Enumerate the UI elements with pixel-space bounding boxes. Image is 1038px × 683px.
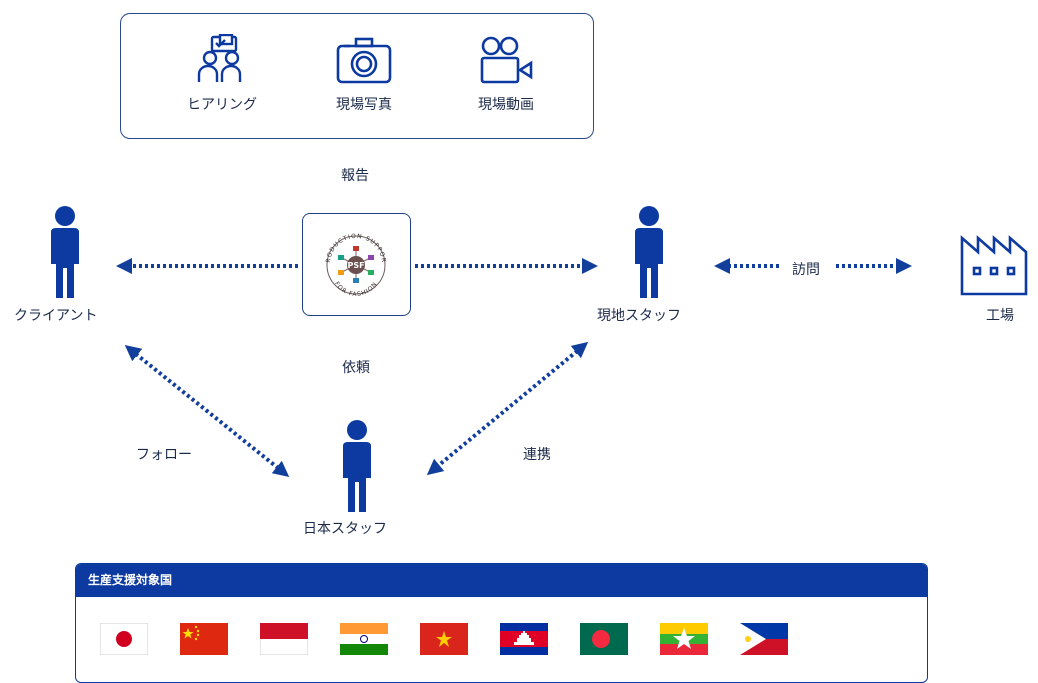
arrow-follow [124, 344, 290, 478]
factory-icon [960, 235, 1028, 296]
media-label-hearing: ヒアリング [187, 97, 257, 113]
vietnam-flag [420, 623, 468, 655]
bangladesh-flag [580, 623, 628, 655]
media-item-photo: 現場写真 [309, 34, 419, 114]
logo-center-text: PSF [347, 261, 364, 270]
factory-label: 工場 [986, 308, 1014, 324]
logo-ring-top: PRODUCTION SUPPORT [300, 209, 386, 263]
media-item-video: 現場動画 [451, 34, 561, 114]
logo-ring-bottom: FOR FASHION [333, 280, 378, 298]
report-media-box: ヒアリング 現場写真 現場動画 [120, 13, 594, 139]
cooperation-label: 連携 [523, 447, 551, 463]
flag-row [76, 597, 927, 677]
report-label: 報告 [341, 168, 369, 184]
japan-flag [100, 623, 148, 655]
svg-text:PRODUCTION SUPPORT: PRODUCTION SUPPORT [303, 214, 387, 263]
arrow-cooperation [426, 341, 589, 476]
psf-logo-box: PRODUCTION SUPPORT FOR FASHION PSF [300, 209, 411, 316]
follow-label: フォロー [136, 447, 192, 463]
request-label: 依頼 [342, 360, 370, 376]
countries-panel: 生産支援対象国 [75, 563, 928, 683]
myanmar-flag [660, 623, 708, 655]
media-item-hearing: ヒアリング [167, 34, 277, 114]
local-staff-label: 現地スタッフ [597, 308, 681, 324]
china-flag [180, 623, 228, 655]
svg-text:FOR FASHION: FOR FASHION [333, 280, 379, 298]
client-person-icon [51, 206, 79, 298]
visit-label: 訪問 [792, 262, 820, 278]
client-label: クライアント [14, 308, 98, 324]
philippines-flag [740, 623, 788, 655]
video-icon [480, 36, 533, 84]
local-staff-person-icon [635, 206, 663, 298]
hearing-icon [197, 34, 242, 82]
countries-title: 生産支援対象国 [76, 564, 927, 597]
media-label-video: 現場動画 [478, 97, 534, 113]
japan-staff-label: 日本スタッフ [303, 521, 387, 537]
camera-icon [336, 37, 392, 84]
japan-staff-person-icon [343, 420, 371, 512]
cambodia-flag [500, 623, 548, 655]
psf-logo: PRODUCTION SUPPORT FOR FASHION PSF [300, 209, 387, 298]
india-flag [340, 623, 388, 655]
indonesia-flag [260, 623, 308, 655]
media-label-photo: 現場写真 [336, 97, 392, 113]
